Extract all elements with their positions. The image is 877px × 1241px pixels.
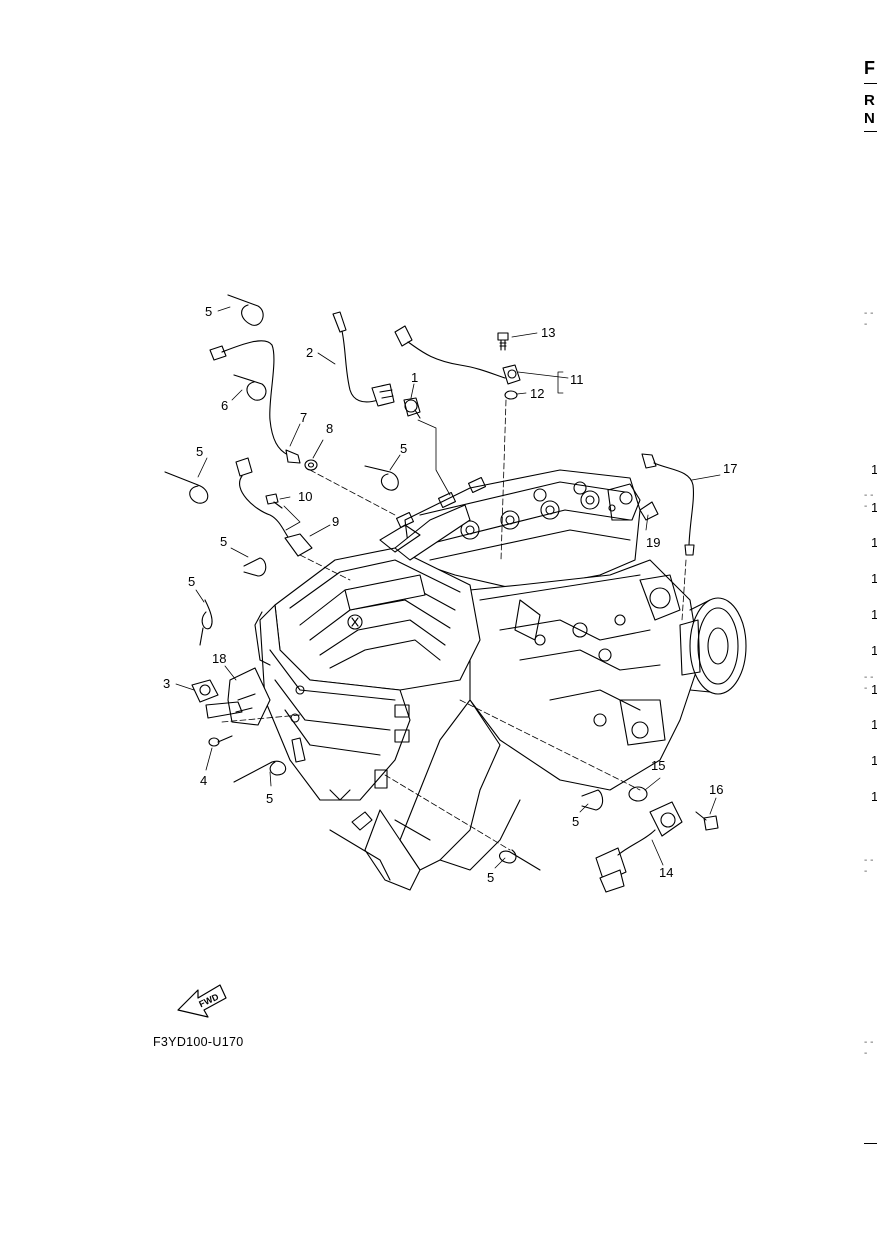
part-13-bolt bbox=[497, 332, 509, 351]
part-14-connector bbox=[595, 801, 683, 893]
part-15-o-ring bbox=[628, 786, 648, 802]
edge-number: 1 bbox=[871, 571, 877, 586]
part-10-bolt bbox=[265, 493, 283, 509]
callout-2: 2 bbox=[306, 345, 313, 360]
callout-6: 6 bbox=[221, 398, 228, 413]
edge-rule bbox=[864, 1143, 877, 1144]
callout-5e: 5 bbox=[188, 574, 195, 589]
callout-16: 16 bbox=[709, 782, 723, 797]
callout-3: 3 bbox=[163, 676, 170, 691]
leader-lines bbox=[175, 306, 721, 869]
fwd-arrow-icon bbox=[177, 984, 227, 1018]
edge-number: 1 bbox=[871, 753, 877, 768]
callout-5c: 5 bbox=[400, 441, 407, 456]
yamaha-logo-icon bbox=[347, 614, 363, 630]
callout-5d: 5 bbox=[220, 534, 227, 549]
edge-dash: - - - bbox=[864, 855, 874, 877]
edge-dash: - - - bbox=[864, 672, 874, 694]
callout-18: 18 bbox=[212, 651, 226, 666]
part-1-sensor bbox=[403, 397, 421, 419]
edge-number: 1 bbox=[871, 643, 877, 658]
part-9-sensor bbox=[235, 457, 313, 557]
callout-10: 10 bbox=[298, 489, 312, 504]
part-12-o-ring bbox=[504, 390, 518, 400]
edge-letter-n: N bbox=[864, 110, 875, 127]
edge-dash: - - - bbox=[864, 308, 874, 330]
edge-number: 1 bbox=[871, 500, 877, 515]
callout-11: 11 bbox=[570, 372, 584, 387]
part-7-sensor-lead bbox=[209, 340, 301, 464]
edge-letter-f: F bbox=[864, 58, 875, 78]
part-8-washer bbox=[304, 459, 318, 471]
part-3-sensor bbox=[191, 679, 219, 703]
part-2-sensor-lead bbox=[332, 311, 395, 407]
callout-14: 14 bbox=[659, 865, 673, 880]
edge-letter-r: R bbox=[864, 92, 875, 109]
edge-dash: - - - bbox=[864, 490, 874, 512]
callout-5h: 5 bbox=[487, 870, 494, 885]
part-16-bolt bbox=[695, 811, 719, 831]
edge-dash: - - - bbox=[864, 1037, 874, 1059]
edge-rule bbox=[864, 131, 877, 132]
intake-assembly bbox=[254, 476, 487, 831]
part-18-bracket bbox=[205, 667, 271, 726]
callout-17: 17 bbox=[723, 461, 737, 476]
callout-5b: 5 bbox=[196, 444, 203, 459]
callout-12: 12 bbox=[530, 386, 544, 401]
edge-number: 1 bbox=[871, 789, 877, 804]
edge-number: 1 bbox=[871, 607, 877, 622]
callout-7: 7 bbox=[300, 410, 307, 425]
edge-rule bbox=[864, 83, 877, 84]
edge-number: 1 bbox=[871, 682, 877, 697]
engine-assembly bbox=[329, 469, 747, 891]
callout-1: 1 bbox=[411, 370, 418, 385]
figure-code: F3YD100-U170 bbox=[153, 1035, 244, 1049]
callout-19: 19 bbox=[646, 535, 660, 550]
callout-5f: 5 bbox=[266, 791, 273, 806]
callout-15: 15 bbox=[651, 758, 665, 773]
callout-4: 4 bbox=[200, 773, 207, 788]
part-4-screw bbox=[208, 735, 233, 747]
callout-9: 9 bbox=[332, 514, 339, 529]
callout-8: 8 bbox=[326, 421, 333, 436]
edge-number: 1 bbox=[871, 462, 877, 477]
part-19-clip bbox=[639, 501, 659, 521]
cable-ties bbox=[164, 294, 604, 871]
edge-number: 1 bbox=[871, 717, 877, 732]
callout-labels: 1 2 3 4 5 5 5 5 5 5 5 5 6 7 8 9 10 11 12… bbox=[163, 304, 737, 885]
callout-5a: 5 bbox=[205, 304, 212, 319]
callout-5g: 5 bbox=[572, 814, 579, 829]
part-17-sensor-lead bbox=[641, 453, 695, 556]
edge-number: 1 bbox=[871, 535, 877, 550]
part-11-sensor-lead bbox=[394, 325, 521, 385]
callout-13: 13 bbox=[541, 325, 555, 340]
